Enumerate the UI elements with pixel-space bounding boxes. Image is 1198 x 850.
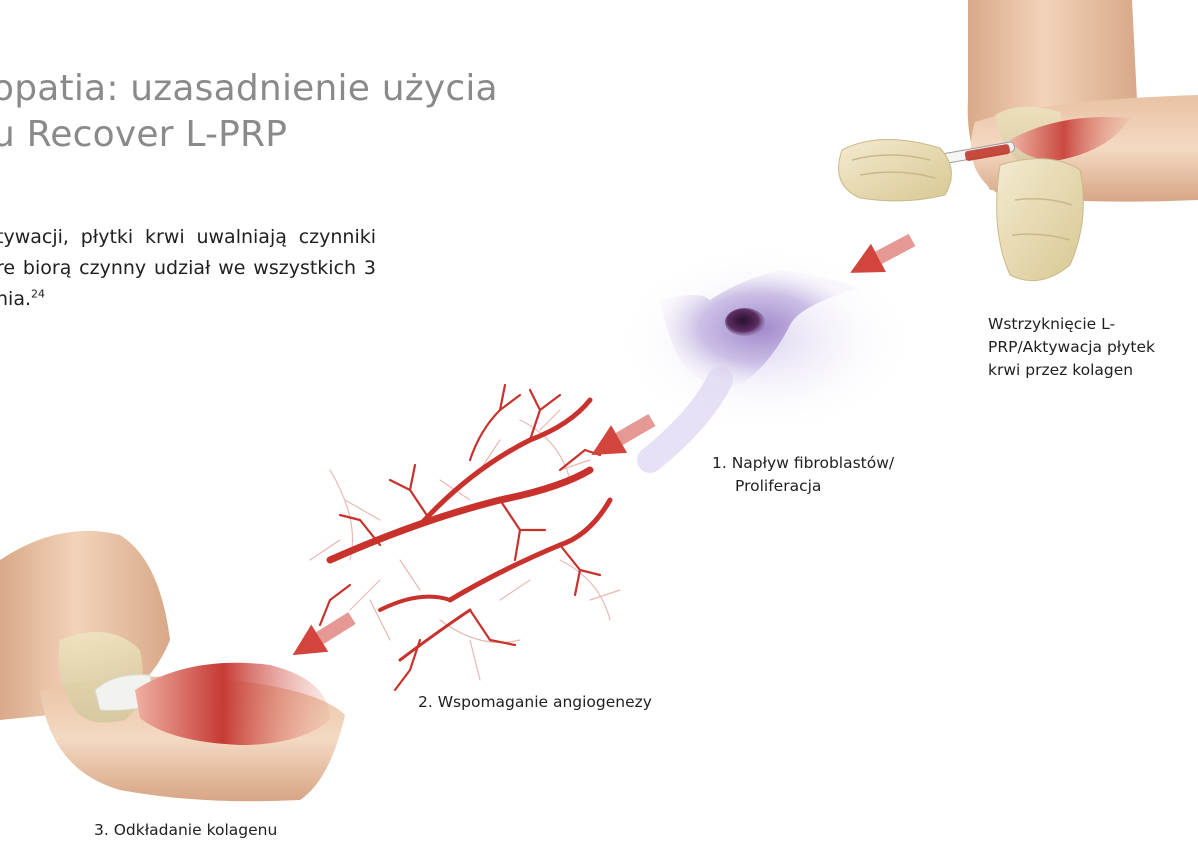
label-step-3: 3. Odkładanie kolagenu xyxy=(94,819,277,842)
blood-vessel-illustration xyxy=(310,385,620,690)
footnote-ref: 24 xyxy=(31,288,45,301)
label-step-2: 2. Wspomaganie angiogenezy xyxy=(418,691,652,714)
elbow-injection-illustration xyxy=(839,0,1198,281)
intro-line-3-text: nia. xyxy=(0,288,31,310)
label-injection-line-1: Wstrzyknięcie L- xyxy=(988,313,1155,336)
label-injection-line-2: PRP/Aktywacja płytek xyxy=(988,336,1155,359)
label-injection: Wstrzyknięcie L- PRP/Aktywacja płytek kr… xyxy=(988,313,1155,382)
page-title: opatia: uzasadnienie użycia u Recover L-… xyxy=(0,66,552,158)
elbow-collagen-illustration xyxy=(0,531,345,801)
fibroblast-cell-illustration xyxy=(615,245,915,460)
label-step-1: 1. Napływ fibroblastów/ Proliferacja xyxy=(712,452,894,498)
label-step-1-line-1: 1. Napływ fibroblastów/ xyxy=(712,452,894,475)
label-step-1-line-2: Proliferacja xyxy=(712,475,894,498)
intro-line-1: tywacji, płytki krwi uwalniają czynniki xyxy=(0,222,376,253)
intro-line-2: re biorą czynny udział we wszystkich 3 xyxy=(0,253,376,284)
title-line-1: opatia: uzasadnienie użycia xyxy=(0,66,552,112)
intro-line-3: nia.24 xyxy=(0,284,376,315)
label-injection-line-3: krwi przez kolagen xyxy=(988,359,1155,382)
title-line-2: u Recover L-PRP xyxy=(0,112,552,158)
label-step-3-line-1: 3. Odkładanie kolagenu xyxy=(94,819,277,842)
label-step-2-line-1: 2. Wspomaganie angiogenezy xyxy=(418,691,652,714)
intro-paragraph: tywacji, płytki krwi uwalniają czynniki … xyxy=(0,222,376,315)
